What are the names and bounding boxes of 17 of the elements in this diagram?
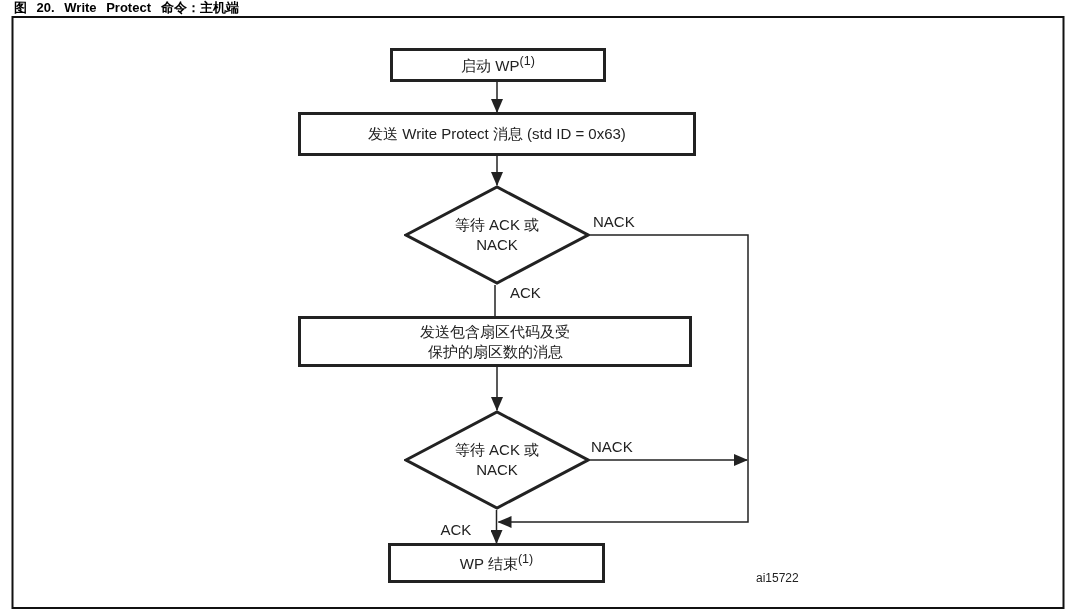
edge-label: NACK	[591, 439, 633, 455]
process-box: 发送包含扇区代码及受保护的扇区数的消息	[298, 316, 692, 367]
process-box: 发送 Write Protect 消息 (std ID = 0x63)	[298, 112, 696, 156]
edge-label: ACK	[510, 285, 541, 301]
edge-label: ACK	[440, 522, 472, 538]
arrow	[491, 155, 503, 186]
decision-diamond: 等待 ACK 或 NACK	[404, 185, 590, 285]
process-box: WP 结束$^{(1)}$	[388, 543, 605, 583]
figure-title: 图 20. Write Protect 命令：主机端	[14, 0, 239, 15]
arrow	[491, 366, 503, 411]
process-box: 启动 WP$^{(1)}$	[390, 48, 606, 82]
arrow	[491, 81, 503, 113]
arrow	[589, 454, 748, 466]
arrow	[497, 459, 749, 528]
arrow	[490, 509, 503, 544]
edge-label: NACK	[593, 214, 635, 230]
decision-diamond: 等待 ACK 或 NACK	[404, 410, 590, 510]
